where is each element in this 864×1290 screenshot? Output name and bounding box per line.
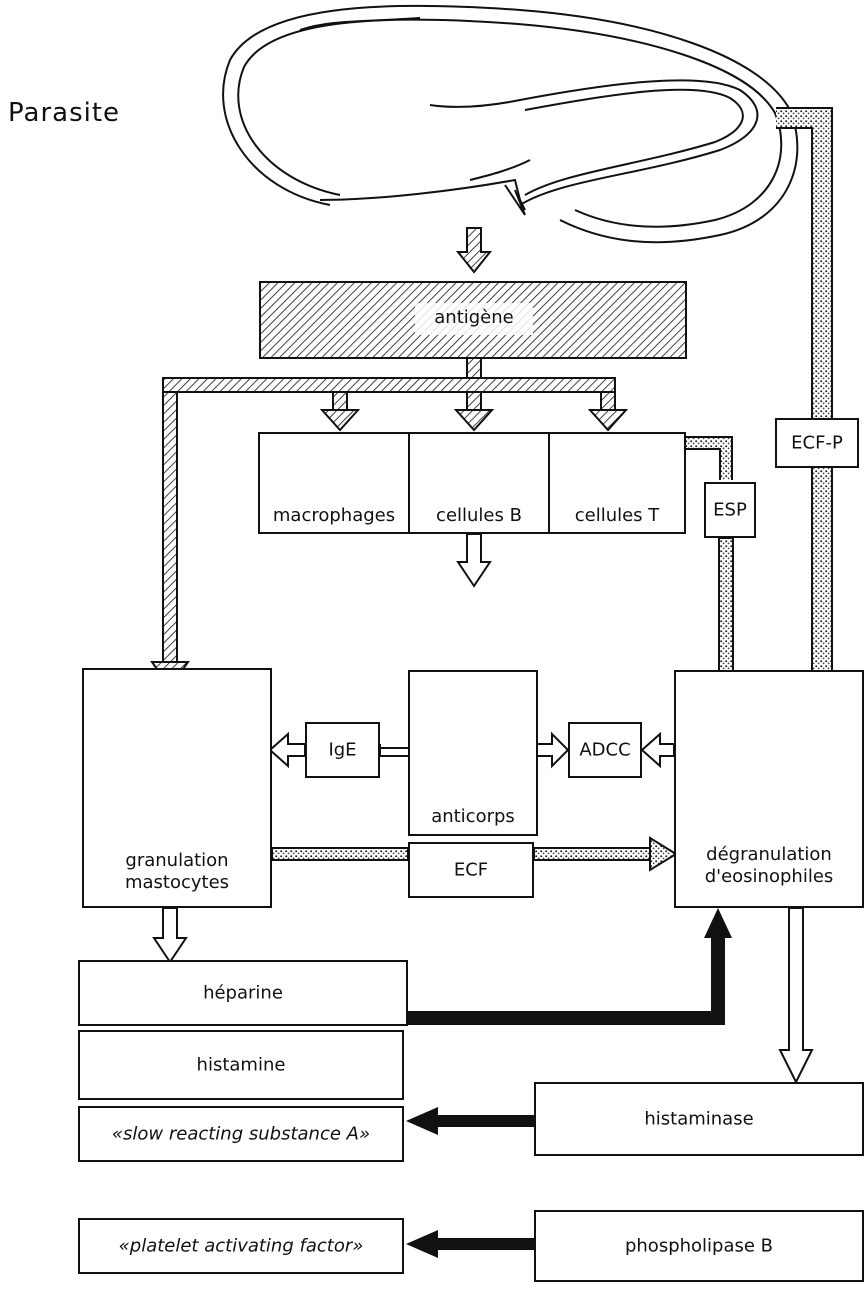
b-cell-label: cellules B [436, 505, 522, 526]
eosinophil-box: dégranulation d'eosinophiles [674, 670, 864, 908]
parasite-label: Parasite [8, 98, 121, 128]
mast-cell-box: granulation mastocytes [82, 668, 272, 908]
heparin-box: héparine [78, 960, 408, 1026]
esp-box: ESP [704, 482, 756, 538]
histamine-label: histamine [196, 1054, 286, 1076]
antibody-label: anticorps [431, 806, 515, 827]
t-cell-box: cellules T [548, 432, 686, 534]
macrophage-box: macrophages [258, 432, 410, 534]
histamine-box: histamine [78, 1030, 404, 1100]
paf-label: «platelet activating factor» [118, 1235, 364, 1257]
b-cell-box: cellules B [408, 432, 550, 534]
ecf-p-label: ECF-P [791, 432, 843, 454]
t-cell-label: cellules T [574, 505, 660, 526]
phospholipase-box: phospholipase B [534, 1210, 864, 1282]
parasite-worm [222, 4, 799, 244]
antigen-label: antigène [434, 307, 514, 328]
mast-cell-label-1: granulation [125, 850, 229, 871]
ecf-p-box: ECF-P [775, 418, 859, 468]
ecf-box: ECF [408, 842, 534, 898]
eosinophil-label-1: dégranulation [706, 844, 832, 865]
ige-box: IgE [305, 722, 380, 778]
srs-a-box: «slow reacting substance A» [78, 1106, 404, 1162]
paf-box: «platelet activating factor» [78, 1218, 404, 1274]
srs-a-label: «slow reacting substance A» [111, 1123, 371, 1145]
esp-label: ESP [713, 499, 747, 521]
mast-cell-label-2: mastocytes [124, 872, 230, 893]
antibody-box: anticorps [408, 670, 538, 836]
ecf-label: ECF [453, 859, 489, 881]
heparin-label: héparine [203, 982, 283, 1004]
ige-label: IgE [328, 739, 357, 761]
histaminase-box: histaminase [534, 1082, 864, 1156]
macrophage-label: macrophages [272, 505, 396, 526]
adcc-box: ADCC [568, 722, 642, 778]
eosinophil-label-2: d'eosinophiles [704, 866, 834, 887]
adcc-label: ADCC [579, 739, 631, 761]
histaminase-label: histaminase [644, 1108, 754, 1130]
phospholipase-label: phospholipase B [624, 1235, 774, 1257]
